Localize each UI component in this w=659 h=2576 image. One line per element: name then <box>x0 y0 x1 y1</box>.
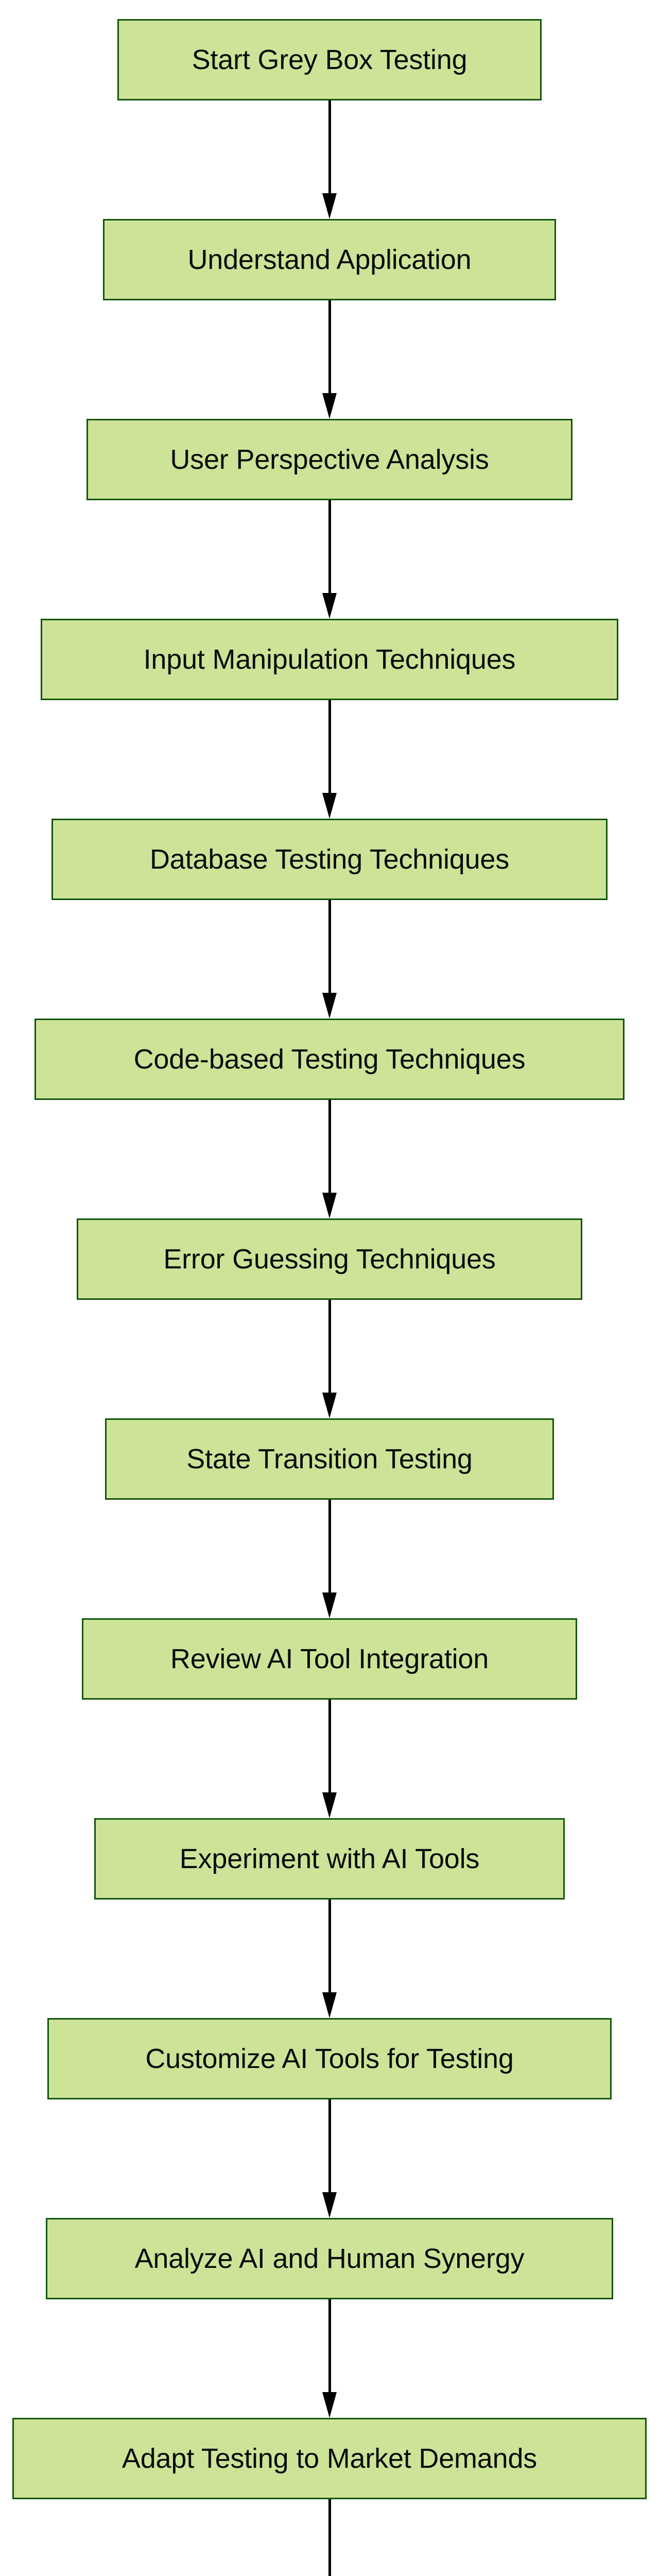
edge-line <box>328 2299 331 2395</box>
edge-line <box>328 1700 331 1795</box>
arrowhead-icon <box>322 2192 337 2218</box>
flowchart-node-analyze-ai-and-human-synergy[interactable]: Analyze AI and Human Synergy <box>46 2218 613 2299</box>
edge-line <box>328 900 331 996</box>
flowchart-edge-n11-n12 <box>322 2099 337 2218</box>
flowchart-edge-n3-n4 <box>322 500 337 619</box>
flowchart-node-user-perspective-analysis[interactable]: User Perspective Analysis <box>86 419 573 500</box>
edge-line <box>328 100 331 196</box>
flowchart-node-adapt-testing-to-market-demands[interactable]: Adapt Testing to Market Demands <box>12 2418 647 2499</box>
flowchart-node-start-grey-box-testing[interactable]: Start Grey Box Testing <box>117 19 542 100</box>
edge-line <box>328 1100 331 1196</box>
arrowhead-icon <box>322 1992 337 2018</box>
node-label: Understand Application <box>187 244 472 275</box>
flowchart-edge-n9-n10 <box>322 1700 337 1818</box>
node-label: Experiment with AI Tools <box>179 1843 480 1874</box>
flowchart-node-error-guessing-techniques[interactable]: Error Guessing Techniques <box>77 1218 582 1300</box>
edge-line <box>328 500 331 596</box>
flowchart-node-code-based-testing-techniques[interactable]: Code-based Testing Techniques <box>34 1019 625 1100</box>
node-label: State Transition Testing <box>186 1443 473 1475</box>
arrowhead-icon <box>322 1592 337 1618</box>
edge-line <box>328 2099 331 2195</box>
flowchart-edge-n7-n8 <box>322 1300 337 1418</box>
flowchart-node-input-manipulation-techniques[interactable]: Input Manipulation Techniques <box>41 619 618 700</box>
node-label: Customize AI Tools for Testing <box>145 2043 514 2074</box>
flowchart-node-review-ai-tool-integration[interactable]: Review AI Tool Integration <box>82 1618 577 1700</box>
arrowhead-icon <box>322 1193 337 1218</box>
node-label: Start Grey Box Testing <box>192 44 467 75</box>
arrowhead-icon <box>322 993 337 1019</box>
arrowhead-icon <box>322 1792 337 1818</box>
node-label: Adapt Testing to Market Demands <box>122 2443 537 2474</box>
arrowhead-icon <box>322 1393 337 1418</box>
flowchart-edge-n13-n14 <box>326 2499 333 2576</box>
node-label: Review AI Tool Integration <box>170 1643 489 1674</box>
arrowhead-icon <box>322 393 337 419</box>
flowchart-edge-n8-n9 <box>322 1500 337 1618</box>
flowchart-node-state-transition-testing[interactable]: State Transition Testing <box>105 1418 554 1500</box>
flowchart-edge-n4-n5 <box>322 700 337 819</box>
arrowhead-icon <box>322 2392 337 2418</box>
flowchart-node-customize-ai-tools-for-testing[interactable]: Customize AI Tools for Testing <box>47 2018 612 2099</box>
flowchart-node-understand-application[interactable]: Understand Application <box>103 219 556 300</box>
flowchart-edge-n1-n2 <box>322 100 337 219</box>
flowchart-edge-n12-n13 <box>322 2299 337 2418</box>
arrowhead-icon <box>322 793 337 819</box>
node-label: Code-based Testing Techniques <box>133 1043 526 1075</box>
node-label: Error Guessing Techniques <box>163 1243 496 1275</box>
edge-line <box>328 1300 331 1396</box>
node-label: Analyze AI and Human Synergy <box>134 2243 525 2274</box>
edge-line <box>328 700 331 796</box>
flowchart-edge-n6-n7 <box>322 1100 337 1218</box>
flowchart-node-experiment-with-ai-tools[interactable]: Experiment with AI Tools <box>94 1818 565 1900</box>
node-label: Input Manipulation Techniques <box>143 643 516 675</box>
flowchart-edge-n5-n6 <box>322 900 337 1019</box>
node-label: Database Testing Techniques <box>149 843 510 875</box>
flowchart-edge-n2-n3 <box>322 300 337 419</box>
edge-line <box>328 1900 331 1995</box>
edge-line <box>328 1500 331 1596</box>
flowchart-node-database-testing-techniques[interactable]: Database Testing Techniques <box>51 819 608 900</box>
edge-line <box>328 2499 331 2576</box>
edge-line <box>328 300 331 396</box>
arrowhead-icon <box>322 193 337 219</box>
node-label: User Perspective Analysis <box>170 444 489 475</box>
flowchart-edge-n10-n11 <box>322 1900 337 2018</box>
arrowhead-icon <box>322 593 337 619</box>
